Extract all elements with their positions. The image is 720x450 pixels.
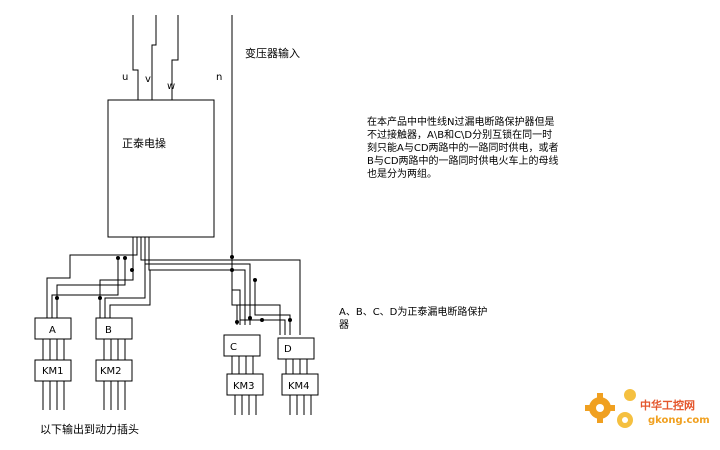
breaker-b-label: B bbox=[105, 325, 112, 336]
breaker-d-box bbox=[277, 337, 315, 360]
note-line-3: 刻只能A与CD两路中的一路同时供电，或者 bbox=[367, 141, 559, 154]
transformer-input-label: 变压器输入 bbox=[245, 46, 300, 60]
wiring-lines bbox=[34, 15, 319, 415]
gear-icon bbox=[585, 389, 636, 428]
contactor-km1-label: KM1 bbox=[42, 366, 64, 377]
breaker-a-box bbox=[34, 317, 72, 340]
note-line-5: 也是分为两组。 bbox=[367, 167, 437, 180]
phase-w-line bbox=[171, 15, 179, 100]
contactor-km3-box bbox=[226, 373, 264, 396]
note-line-2: 不过接触器，A\B和C\D分别互锁在同一时 bbox=[367, 128, 552, 141]
abcd-note-line-2: 器 bbox=[339, 319, 349, 331]
neutral-n-label: n bbox=[216, 72, 222, 83]
note-line-1: 在本产品中中性线N过漏电断路保护器但是 bbox=[367, 115, 554, 128]
note-line-4: B与CD两路中的一路同时供电火车上的母线 bbox=[367, 154, 559, 167]
breaker-a-label: A bbox=[49, 325, 56, 336]
contactor-km1-box bbox=[34, 359, 72, 382]
contactor-km4-label: KM4 bbox=[288, 381, 310, 392]
contactor-km3-label: KM3 bbox=[233, 381, 255, 392]
gkong-logo: 中华工控网 gkong.com bbox=[585, 389, 710, 428]
phase-v-line bbox=[151, 15, 157, 100]
logo-title: 中华工控网 bbox=[640, 398, 695, 412]
contactor-km2-label: KM2 bbox=[100, 366, 122, 377]
contactor-km4-box bbox=[281, 373, 319, 396]
output-note: 以下输出到动力插头 bbox=[40, 422, 139, 436]
breaker-c-label: C bbox=[230, 342, 237, 353]
controller-box bbox=[107, 99, 215, 238]
phase-u-line bbox=[132, 15, 139, 100]
phase-w-label: w bbox=[167, 81, 175, 92]
breaker-c-box bbox=[223, 334, 261, 357]
controller-label: 正泰电操 bbox=[122, 136, 166, 150]
junction-dots bbox=[55, 255, 292, 324]
contactor-km2-box bbox=[95, 359, 133, 382]
phase-v-label: v bbox=[145, 74, 151, 85]
phase-u-label: u bbox=[122, 72, 128, 83]
logo-domain: gkong.com bbox=[648, 415, 710, 426]
abcd-note-line-1: A、B、C、D为正泰漏电断路保护 bbox=[339, 305, 487, 318]
breaker-b-box bbox=[95, 317, 133, 340]
breaker-d-label: D bbox=[284, 344, 292, 355]
neutral-n-line bbox=[231, 15, 241, 325]
